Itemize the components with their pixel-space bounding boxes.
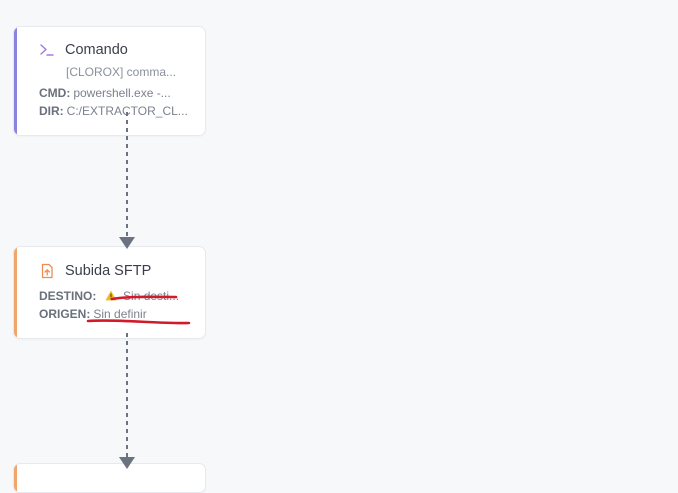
sftp-origen-row: ORIGEN:Sin definir	[39, 307, 147, 321]
cmd-label: CMD:	[39, 86, 71, 100]
dir-value: C:/EXTRACTOR_CL...	[66, 104, 188, 118]
origen-value: Sin definir	[93, 307, 147, 321]
destino-value: Sin desti...	[123, 289, 180, 303]
next-node-accent	[14, 464, 17, 492]
command-node-title: Comando	[65, 42, 128, 58]
cmd-value: powershell.exe -...	[73, 86, 171, 100]
destino-label: DESTINO:	[39, 289, 97, 303]
file-upload-icon	[39, 263, 55, 279]
origen-label: ORIGEN:	[39, 307, 91, 321]
command-node-header: Comando	[39, 42, 128, 58]
sftp-node-accent	[14, 247, 17, 338]
command-node[interactable]: Comando [CLOROX] comma... CMD:powershell…	[13, 26, 206, 136]
command-node-subtitle: [CLOROX] comma...	[66, 65, 177, 79]
command-cmd-row: CMD:powershell.exe -...	[39, 86, 171, 100]
command-node-accent	[14, 27, 17, 135]
next-node[interactable]	[13, 463, 206, 493]
command-dir-row: DIR:C:/EXTRACTOR_CL...	[39, 104, 188, 118]
sftp-node-header: Subida SFTP	[39, 263, 151, 279]
sftp-destino-row: DESTINO: Sin desti...	[39, 289, 179, 303]
sftp-upload-node[interactable]: Subida SFTP DESTINO: Sin desti... ORIGEN…	[13, 246, 206, 339]
sftp-node-title: Subida SFTP	[65, 263, 152, 279]
warning-icon	[105, 290, 117, 301]
dir-label: DIR:	[39, 104, 64, 118]
terminal-icon	[39, 42, 55, 58]
